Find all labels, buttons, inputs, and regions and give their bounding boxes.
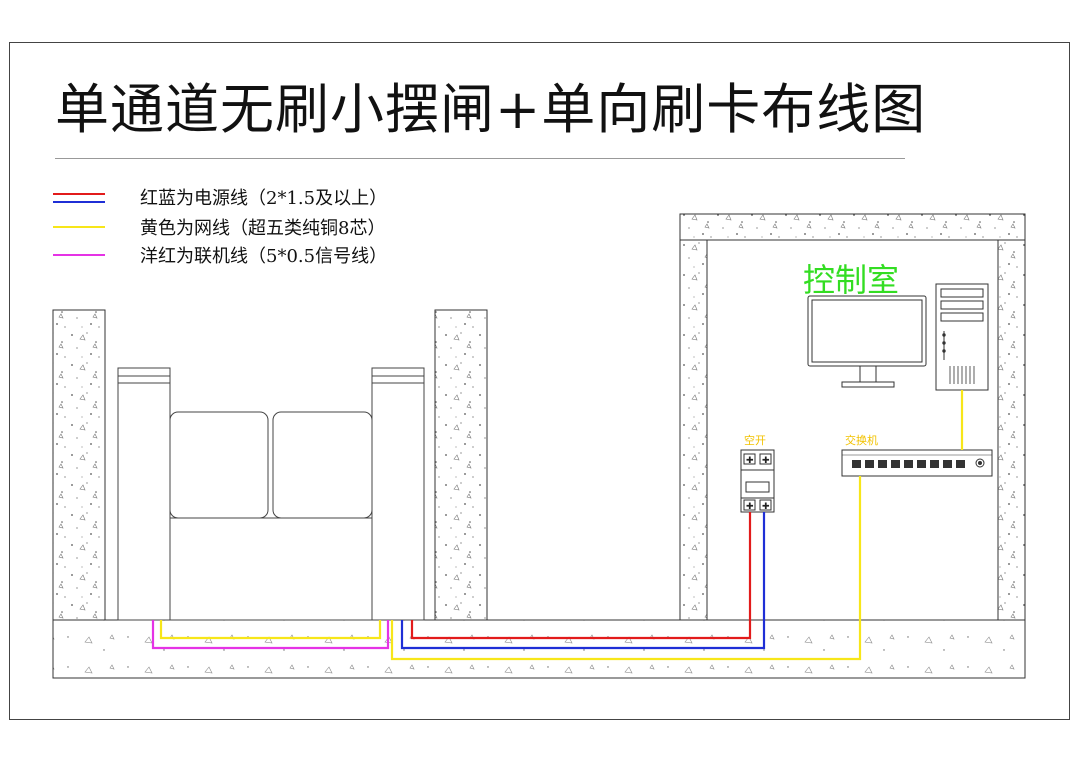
monitor-icon <box>807 295 927 388</box>
control-room-walls <box>679 213 1026 621</box>
network-wire-gate-loop <box>159 620 382 640</box>
legend-power-text: 红蓝为电源线（2*1.5及以上） <box>140 188 388 209</box>
control-room-label: 控制室 <box>803 261 899 299</box>
svg-text:✚: ✚ <box>762 502 770 512</box>
network-switch-icon <box>841 449 993 477</box>
network-wire-to-switch <box>390 476 862 661</box>
swing-gate-icon <box>117 367 425 621</box>
signal-wire-magenta <box>151 620 390 650</box>
wires <box>151 390 964 661</box>
legend-signal-text: 洋红为联机线（5*0.5信号线） <box>140 246 388 267</box>
legend-line-yellow <box>53 226 105 228</box>
power-wire-red <box>410 512 752 640</box>
title-underline <box>55 158 905 159</box>
switch-label: 交换机 <box>845 433 878 447</box>
legend-line-magenta <box>53 254 105 256</box>
left-pillar <box>52 309 106 621</box>
drawing-frame <box>9 42 1070 720</box>
page-title: 单通道无刷小摆闸+单向刷卡布线图 <box>55 78 927 141</box>
breaker-label: 空开 <box>744 433 766 447</box>
svg-text:✚: ✚ <box>746 502 754 512</box>
svg-text:✚: ✚ <box>746 456 754 466</box>
legend-network-text: 黄色为网线（超五类纯铜8芯） <box>140 218 386 239</box>
circuit-breaker-icon: ✚ ✚ ✚ ✚ <box>740 449 775 513</box>
middle-pillar <box>434 309 488 621</box>
power-wire-blue <box>400 512 766 650</box>
legend-line-red <box>53 193 105 195</box>
svg-text:✚: ✚ <box>762 456 770 466</box>
legend-line-blue <box>53 201 105 203</box>
pc-tower-icon <box>935 283 989 391</box>
